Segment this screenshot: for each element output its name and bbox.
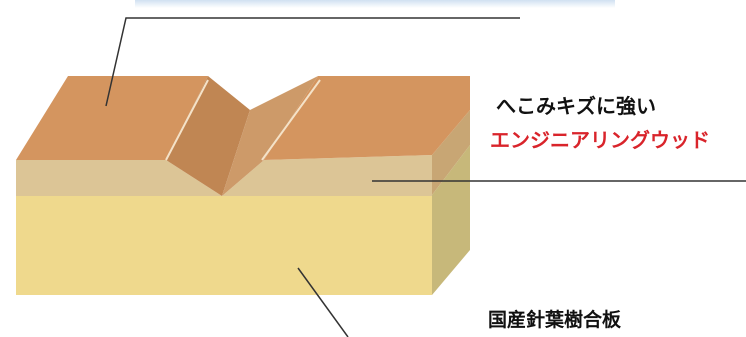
leader-line-top: [105, 17, 520, 107]
surface-top-right: [264, 76, 470, 160]
groove-right-wall: [222, 76, 318, 196]
top-decorative-band: [135, 0, 615, 8]
label-domestic-plywood: 国産針葉樹合板: [488, 309, 622, 331]
label-engineering-wood: エンジニアリングウッド: [490, 128, 710, 152]
side-face-upper: [432, 110, 470, 195]
highlight-line-right: [261, 79, 321, 161]
plywood-layer: [16, 196, 432, 295]
highlight-line-left: [165, 79, 209, 161]
middle-layer: [16, 155, 432, 196]
side-face-plywood: [432, 145, 470, 295]
label-dent-resistant: へこみキズに強い: [496, 94, 656, 118]
surface-top-left: [16, 76, 208, 160]
groove-left-wall: [166, 76, 250, 196]
leader-line-bottom: [297, 267, 349, 337]
